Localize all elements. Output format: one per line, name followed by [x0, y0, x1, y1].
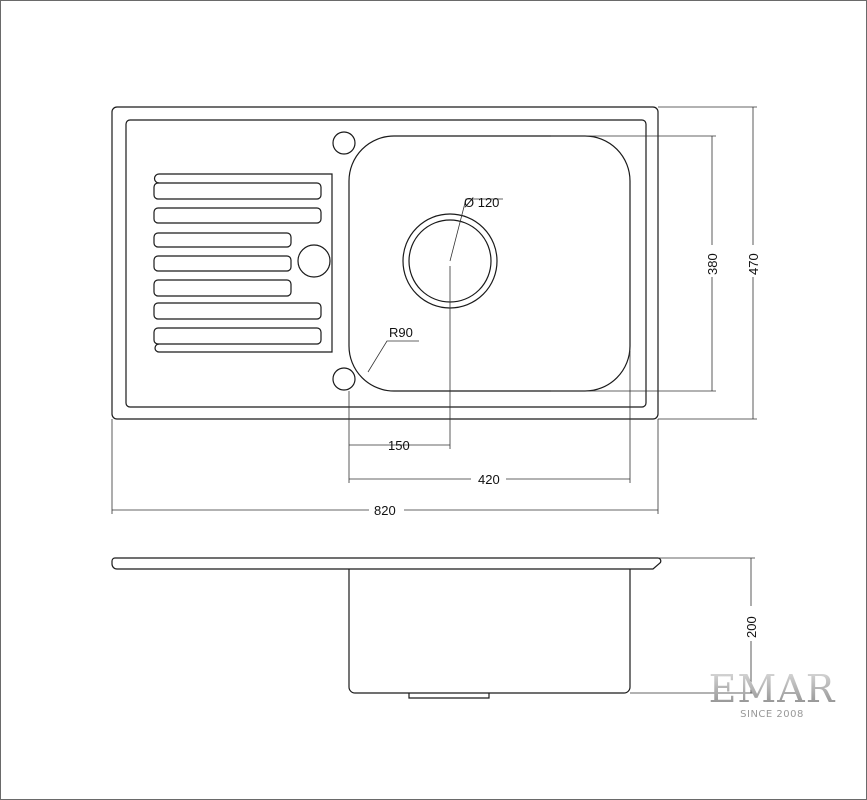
sink-outline [111, 106, 659, 420]
bowl-depth-label: 200 [744, 616, 759, 638]
tap-hole-top [332, 131, 356, 155]
brand-tagline: SINCE 2008 [740, 709, 804, 720]
drain-diameter-label: Ø 120 [464, 195, 499, 210]
drain-offset-label: 150 [388, 438, 410, 453]
corner-radius-label: R90 [389, 325, 413, 340]
overall-length-label: 470 [746, 253, 761, 275]
dimension-lines: 150 420 820 380 470 [111, 106, 761, 518]
bowl-length-label: 380 [705, 253, 720, 275]
drain-profile [408, 693, 490, 699]
overall-width-label: 820 [374, 503, 396, 518]
brand-logo: EMAR SINCE 2008 [707, 669, 837, 720]
sink-inner-edge [125, 119, 647, 408]
overflow-hole [297, 244, 331, 278]
tap-hole-bottom [332, 367, 356, 391]
side-view: 200 [111, 557, 759, 699]
sink-rim-profile [111, 557, 662, 570]
top-view: Ø 120 R90 [111, 106, 659, 420]
drainboard-grooves [153, 173, 333, 353]
bowl-width-label: 420 [478, 472, 500, 487]
bowl-profile [348, 569, 631, 694]
bowl [348, 135, 631, 392]
brand-name: EMAR [708, 667, 836, 711]
